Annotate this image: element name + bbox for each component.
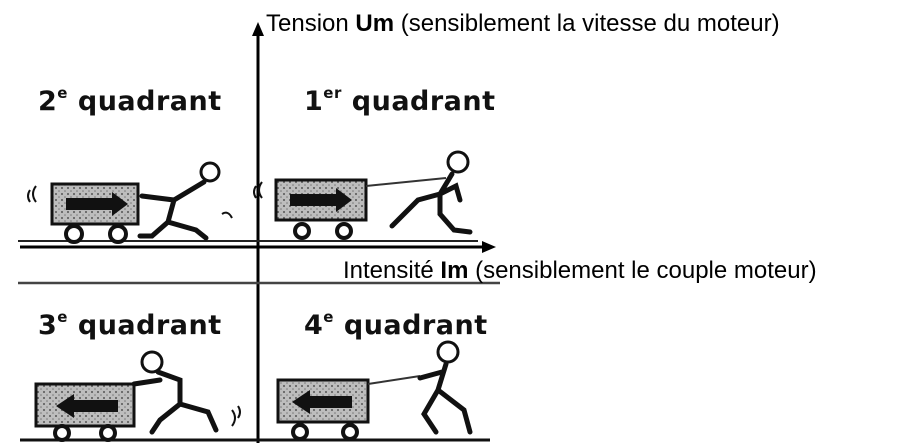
quadrant-number: 1 (304, 86, 324, 117)
horizontal-axis-arrowhead (482, 241, 496, 253)
quadrant-word: quadrant (67, 86, 222, 117)
quadrant-ordinal: er (323, 84, 342, 102)
person-body (131, 369, 219, 435)
quadrant-1-label: 1er quadrant (304, 84, 496, 117)
quadrant-3-illustration (34, 350, 241, 442)
wheel (64, 224, 84, 244)
vertical-axis-label-symbol: Um (355, 10, 395, 37)
wheel (99, 424, 117, 442)
quadrant-4-label: 4e quadrant (304, 308, 488, 341)
horizontal-axis-label-suffix: (sensiblement le couple moteur) (468, 257, 817, 284)
quadrant-ordinal: e (57, 308, 68, 326)
arrow-left-icon (56, 394, 118, 418)
vertical-axis-label-prefix: Tension (266, 10, 356, 37)
wheel (293, 222, 311, 240)
person-head (446, 150, 470, 174)
quadrant-ordinal: e (323, 308, 334, 326)
wheel (108, 224, 128, 244)
quadrant-word: quadrant (341, 86, 496, 117)
person-body (417, 361, 473, 435)
vertical-axis-label-suffix: (sensiblement la vitesse du moteur) (394, 10, 780, 37)
wheel (53, 424, 71, 442)
quadrant-4-illustration (276, 340, 473, 441)
vertical-axis-arrowhead (252, 22, 264, 36)
quadrant-number: 2 (38, 86, 58, 117)
horizontal-axis-label-prefix: Intensité (343, 257, 441, 284)
person-head (436, 340, 460, 364)
arrow-right-icon (290, 188, 352, 212)
arrow-right-icon (66, 192, 128, 216)
quadrant-2-illustration (27, 161, 233, 244)
wheel (341, 423, 359, 441)
rope (365, 177, 447, 187)
quadrant-1-illustration (253, 150, 473, 240)
arrow-left-icon (292, 390, 352, 414)
quadrant-word: quadrant (333, 310, 488, 341)
wheel (291, 423, 309, 441)
quadrant-number: 4 (304, 310, 324, 341)
quadrant-3-label: 3e quadrant (38, 308, 222, 341)
quadrant-number: 3 (38, 310, 58, 341)
quadrant-2-label: 2e quadrant (38, 84, 222, 117)
person-body (137, 179, 209, 241)
wheel (335, 222, 353, 240)
quadrant-word: quadrant (67, 310, 222, 341)
person-body (389, 171, 473, 235)
person-head (199, 161, 221, 183)
rope (367, 375, 421, 385)
horizontal-axis-label: Intensité Im (sensiblement le couple mot… (343, 257, 817, 285)
person-head (140, 350, 164, 374)
vertical-axis-label: Tension Um (sensiblement la vitesse du m… (266, 10, 780, 38)
horizontal-axis-label-symbol: Im (440, 257, 469, 284)
quadrant-ordinal: e (57, 84, 68, 102)
